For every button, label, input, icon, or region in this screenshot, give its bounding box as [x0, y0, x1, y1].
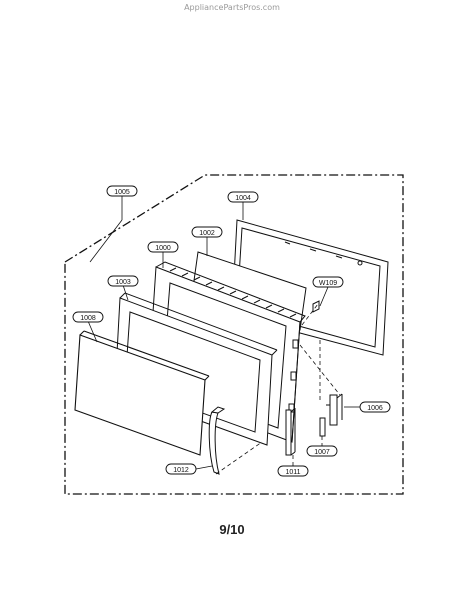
watermark: AppliancePartsPros.com	[184, 3, 280, 12]
page-number: 9/10	[219, 522, 245, 537]
svg-text:1011: 1011	[285, 469, 300, 476]
part-1011-latch	[285, 407, 296, 456]
guide-lines	[215, 303, 341, 475]
part-1003-door-frame	[114, 292, 278, 446]
callout-1007: 1007	[306, 445, 338, 457]
callout-1006: 1006	[359, 401, 391, 413]
part-1002-plate	[191, 251, 307, 331]
callout-1008: 1008	[72, 311, 104, 323]
assembly-boundary	[64, 174, 404, 495]
callout-1002: 1002	[191, 226, 223, 238]
callout-1003: 1003	[107, 275, 139, 287]
svg-text:1008: 1008	[80, 315, 96, 322]
leader-lines	[87, 195, 360, 470]
callout-1004: 1004	[227, 191, 259, 203]
svg-text:1002: 1002	[199, 230, 215, 237]
part-1007-switch	[319, 417, 326, 437]
part-1006-switch-bracket	[326, 393, 343, 426]
svg-text:1003: 1003	[115, 279, 131, 286]
svg-text:1004: 1004	[235, 195, 251, 202]
svg-text:1005: 1005	[114, 189, 130, 196]
callout-1012: 1012	[165, 463, 197, 475]
part-1008-door-panel	[74, 330, 210, 456]
svg-text:1000: 1000	[155, 245, 171, 252]
callout-1011: 1011	[277, 465, 309, 477]
svg-text:W109: W109	[319, 280, 337, 287]
callout-1005: 1005	[106, 185, 138, 197]
svg-text:1006: 1006	[367, 405, 383, 412]
part-1012-handle	[208, 406, 226, 475]
part-W109-clip	[312, 300, 320, 313]
callout-1000: 1000	[147, 241, 179, 253]
svg-text:1012: 1012	[173, 467, 189, 474]
svg-text:1007: 1007	[314, 449, 330, 456]
callout-W109: W109	[312, 276, 344, 288]
